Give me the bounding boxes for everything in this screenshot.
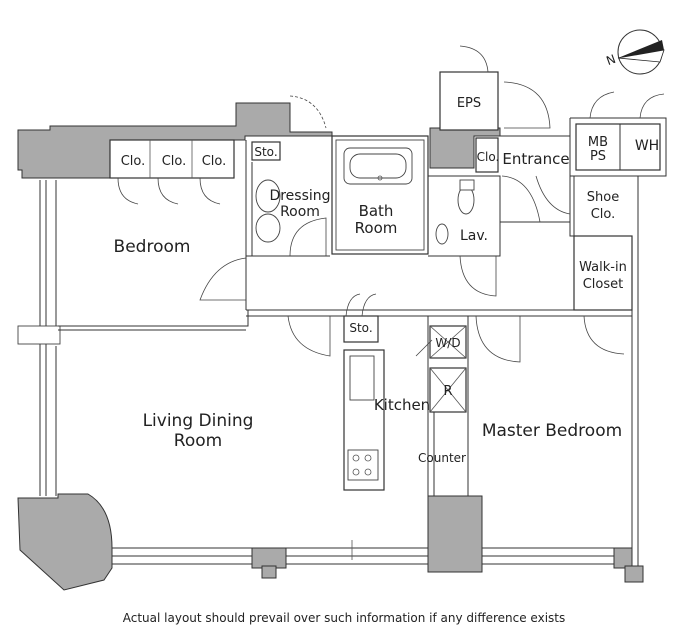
- bath-room-label-line1: Bath: [359, 202, 394, 220]
- washer-dryer-label: W/D: [435, 336, 460, 350]
- eps-label: EPS: [457, 96, 481, 111]
- closet-label-1: Clo.: [121, 154, 146, 169]
- closet-label-3: Clo.: [202, 154, 227, 169]
- entrance-label: Entrance: [502, 150, 569, 168]
- master-bedroom-label: Master Bedroom: [482, 421, 622, 441]
- compass-north-label: N: [604, 52, 617, 68]
- bath-room-label-line2: Room: [355, 219, 398, 237]
- dressing-room-label-line1: Dressing: [269, 188, 330, 204]
- mb-ps-label-line1: MB: [588, 135, 608, 150]
- dressing-room-label-line2: Room: [280, 204, 320, 220]
- disclaimer-text: Actual layout should prevail over such i…: [123, 611, 565, 625]
- kitchen-label: Kitchen: [374, 396, 430, 414]
- wh-label: WH: [635, 138, 659, 154]
- bedroom-label: Bedroom: [114, 237, 191, 257]
- living-dining-label-line2: Room: [174, 431, 222, 451]
- shoe-closet-label-line2: Clo.: [591, 207, 616, 222]
- storage-label-2: Sto.: [349, 321, 372, 335]
- lavatory-label: Lav.: [460, 228, 488, 244]
- interior-walls: [58, 71, 633, 496]
- compass: N: [604, 29, 665, 75]
- shoe-closet-label-line1: Shoe: [587, 190, 619, 205]
- walkin-closet-label-line1: Walk-in: [579, 260, 627, 275]
- fixtures: [255, 147, 475, 245]
- living-dining-label-line1: Living Dining: [143, 411, 254, 431]
- walkin-closet-label-line2: Closet: [583, 277, 624, 292]
- storage-label-1: Sto.: [254, 145, 277, 159]
- refrigerator-label: R: [443, 384, 452, 399]
- structural-walls: [17, 102, 644, 591]
- closet-label-2: Clo.: [162, 154, 187, 169]
- room-labels: Clo. Clo. Clo. Sto. Dressing Room Bath R…: [114, 96, 660, 465]
- doors: [117, 45, 665, 560]
- counter-label: Counter: [418, 451, 466, 465]
- mb-ps-label-line2: PS: [590, 149, 606, 164]
- entrance-closet-label: Clo.: [477, 150, 500, 164]
